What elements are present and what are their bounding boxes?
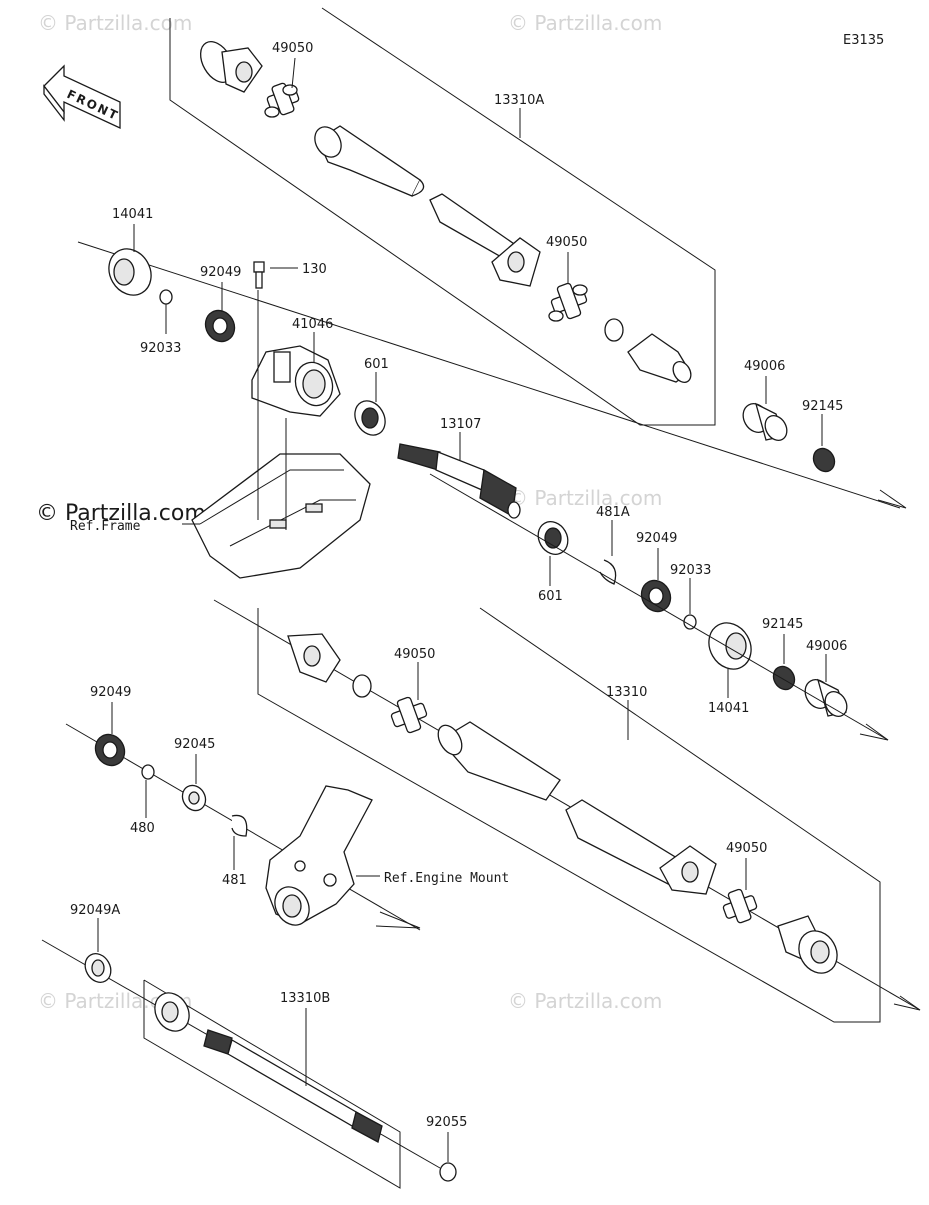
shaft-13107-icon (397, 443, 521, 519)
label-92049: 92049 (200, 265, 241, 280)
cap-icon (604, 318, 624, 342)
universal-joint-icon (722, 888, 758, 924)
diagram-code: E3135 (843, 33, 884, 48)
seal-icon (640, 579, 672, 613)
universal-joint-icon (264, 82, 300, 118)
label-92145: 92145 (762, 617, 803, 632)
label-601: 601 (364, 357, 389, 372)
bearing-housing-icon (251, 345, 341, 417)
label-481: 481 (222, 873, 247, 888)
label-92033: 92033 (140, 341, 181, 356)
seal-icon (204, 309, 236, 343)
o-ring-icon (159, 289, 173, 305)
label-49050: 49050 (726, 841, 767, 856)
label-49006: 49006 (744, 359, 785, 374)
spring-icon (812, 447, 836, 473)
watermark-bottom-right: © Partzilla.com (508, 989, 662, 1013)
label-130: 130 (302, 262, 327, 277)
assembly-13310B (41, 939, 457, 1189)
yoke-icon (287, 633, 341, 683)
label-41046: 41046 (292, 317, 333, 332)
label-14041: 14041 (112, 207, 153, 222)
label-92045: 92045 (174, 737, 215, 752)
axis-line-middle (429, 473, 889, 741)
axis-line-upper (77, 241, 901, 509)
label-13310: 13310 (606, 685, 647, 700)
universal-joint-icon (548, 282, 588, 322)
label-92049: 92049 (636, 531, 677, 546)
watermark-main: © Partzilla.com (36, 501, 206, 526)
label-92055: 92055 (426, 1115, 467, 1130)
label-49050: 49050 (546, 235, 587, 250)
seal-icon (94, 733, 126, 767)
label-14041: 14041 (708, 701, 749, 716)
watermark-top-right: © Partzilla.com (508, 11, 662, 35)
label-13310B: 13310B (280, 991, 330, 1006)
propeller-shaft-tube-icon (437, 721, 717, 895)
cup-14041-icon (708, 622, 752, 670)
propeller-shaft-tube-icon (314, 125, 541, 287)
yoke-flange-icon (777, 915, 838, 974)
spring-icon (772, 665, 796, 691)
engine-mount-icon (265, 785, 373, 926)
leader-lines (97, 57, 827, 1162)
cup-14041-icon (108, 248, 152, 296)
label-ref-engine-mount: Ref.Engine Mount (384, 871, 509, 886)
cap-icon (352, 674, 372, 698)
cup-icon (154, 992, 190, 1032)
label-92049A: 92049A (70, 903, 120, 918)
label-49050: 49050 (272, 41, 313, 56)
part-labels: 49050 13310A 14041 92049 130 49050 92033… (70, 41, 847, 1130)
label-601: 601 (538, 589, 563, 604)
label-13107: 13107 (440, 417, 481, 432)
front-arrow-icon: FRONT (43, 64, 121, 130)
shaft-13310B-icon (203, 1029, 383, 1143)
label-480: 480 (130, 821, 155, 836)
o-ring-icon (439, 1162, 457, 1182)
boot-icon (742, 402, 788, 441)
watermark-top-left: © Partzilla.com (38, 11, 192, 35)
yoke-icon (627, 333, 692, 383)
bolt-icon (253, 261, 265, 289)
label-481A: 481A (596, 505, 630, 520)
label-ref-frame: Ref.Frame (70, 519, 141, 534)
label-49006: 49006 (806, 639, 847, 654)
boot-icon (804, 678, 848, 717)
assembly-13310 (213, 599, 921, 1023)
watermark-mid-right: © Partzilla.com (508, 486, 662, 510)
o-ring-icon (141, 764, 155, 780)
frame-fragment-icon (191, 453, 371, 579)
seal-icon (84, 953, 112, 983)
label-13310A: 13310A (494, 93, 544, 108)
label-49050: 49050 (394, 647, 435, 662)
assembly-13310A (169, 7, 716, 426)
yoke-icon (199, 41, 263, 93)
label-92145: 92145 (802, 399, 843, 414)
universal-joint-icon (390, 696, 428, 734)
collar-icon (181, 784, 207, 812)
snap-ring-icon (231, 814, 248, 837)
snap-ring-icon (599, 559, 617, 585)
label-92049: 92049 (90, 685, 131, 700)
bearing-icon (354, 400, 386, 436)
label-92033: 92033 (670, 563, 711, 578)
bearing-icon (537, 521, 569, 555)
